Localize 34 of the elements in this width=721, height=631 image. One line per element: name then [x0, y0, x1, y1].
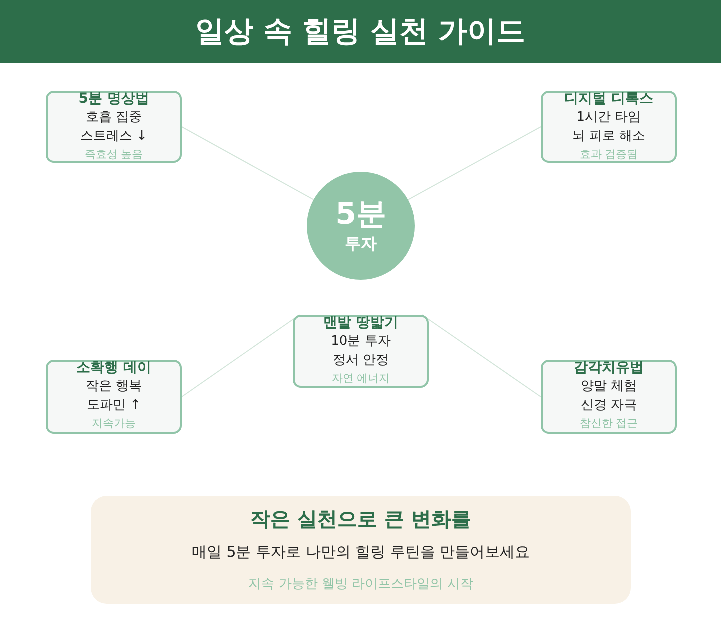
connector-line	[408, 126, 542, 200]
practice-card	[293, 315, 429, 388]
card-note: 자연 에너지	[332, 371, 390, 387]
card-heading: 5분 명상법	[78, 91, 150, 108]
connector-line	[182, 126, 314, 200]
card-note: 참신한 접근	[580, 416, 638, 432]
summary-panel	[91, 496, 631, 604]
practice-card	[46, 91, 182, 163]
circle-subtext: 투자	[345, 233, 377, 255]
card-note: 즉효성 높음	[84, 147, 144, 163]
title: 일상 속 힐링 실천 가이드	[195, 12, 526, 50]
card-text: 1시간 타임	[576, 109, 642, 127]
card-text: 신경 자극	[580, 397, 638, 415]
card-note: 지속가능	[92, 416, 136, 432]
card-text: 정서 안정	[332, 352, 390, 370]
card-text: 뇌 피로 해소	[572, 128, 646, 146]
card-heading: 소확행 데이	[76, 360, 152, 377]
card-text: 스트레스 ↓	[80, 128, 148, 146]
card-text: 양말 체험	[580, 378, 638, 396]
panel-note: 지속 가능한 웰빙 라이프스타일의 시작	[248, 576, 474, 594]
card-note: 효과 검증됨	[580, 147, 638, 163]
panel-text: 매일 5분 투자로 나만의 힐링 루틴을 만들어보세요	[192, 542, 530, 563]
practice-card	[541, 360, 677, 434]
card-heading: 디지털 디톡스	[564, 91, 654, 108]
practice-card	[46, 360, 182, 434]
practice-card	[541, 91, 677, 163]
circle-heading: 5분	[336, 197, 386, 233]
card-heading: 감각치유법	[574, 360, 644, 377]
panel-heading: 작은 실천으로 큰 변화를	[250, 506, 472, 533]
card-text: 10분 투자	[331, 333, 391, 351]
card-text: 도파민 ↑	[86, 397, 142, 415]
card-text: 호흡 집중	[86, 109, 142, 127]
card-heading: 맨발 땅밟기	[324, 315, 398, 332]
card-text: 작은 행복	[86, 378, 142, 396]
